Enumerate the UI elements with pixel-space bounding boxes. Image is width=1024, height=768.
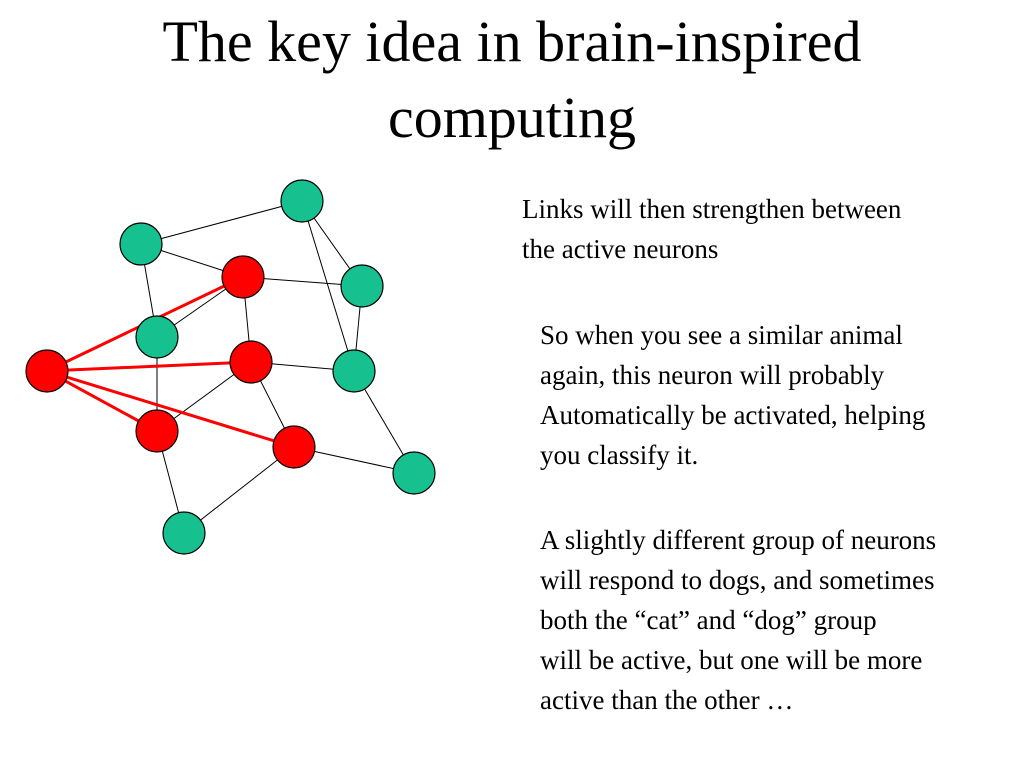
neuron-g2 xyxy=(119,222,163,266)
link-g1-g5 xyxy=(301,200,355,372)
para-2-line-1: So when you see a similar animal xyxy=(540,320,903,350)
para-1-line-1: Links will then strengthen between xyxy=(522,194,902,224)
para-3-line-2: will respond to dogs, and sometimes xyxy=(540,565,935,595)
slide-title: The key idea in brain-inspired computing xyxy=(0,4,1024,156)
neural-network-diagram xyxy=(25,179,436,555)
active-neuron-r2 xyxy=(229,340,273,384)
para-3-line-3: both the “cat” and “dog” group xyxy=(540,605,877,635)
neuron-g1 xyxy=(280,179,324,223)
strengthened-link-r-left-r2 xyxy=(46,360,252,373)
para-3-line-4: will be active, but one will be more xyxy=(540,645,923,675)
para-3-line-5: active than the other … xyxy=(540,685,794,715)
explanation-cat-dog-groups: A slightly different group of neurons wi… xyxy=(540,520,1024,720)
nodes-layer xyxy=(25,179,436,555)
para-2-line-3: Automatically be activated, helping xyxy=(540,400,926,430)
explanation-links-strengthen: Links will then strengthen between the a… xyxy=(522,189,901,269)
strengthened-link-r-left-r4 xyxy=(46,369,295,449)
neuron-g5 xyxy=(332,349,376,393)
para-1-line-2: the active neurons xyxy=(522,234,719,264)
title-line-1: The key idea in brain-inspired xyxy=(162,9,862,74)
active-neuron-r3 xyxy=(135,409,179,453)
neuron-g4 xyxy=(135,315,179,359)
neuron-g7 xyxy=(162,511,206,555)
para-3-line-1: A slightly different group of neurons xyxy=(540,525,937,555)
para-2-line-2: again, this neuron will probably xyxy=(540,360,885,390)
link-r4-g7 xyxy=(183,446,295,534)
title-line-2: computing xyxy=(387,85,637,150)
explanation-similar-animal: So when you see a similar animal again, … xyxy=(540,315,1024,475)
neuron-g6 xyxy=(392,451,436,495)
link-g1-g2 xyxy=(140,200,303,245)
active-neuron-r-left xyxy=(25,349,69,393)
para-2-line-4: you classify it. xyxy=(540,440,699,470)
active-neuron-r4 xyxy=(272,425,316,469)
neuron-g3 xyxy=(340,264,384,308)
active-neuron-r1 xyxy=(221,255,265,299)
